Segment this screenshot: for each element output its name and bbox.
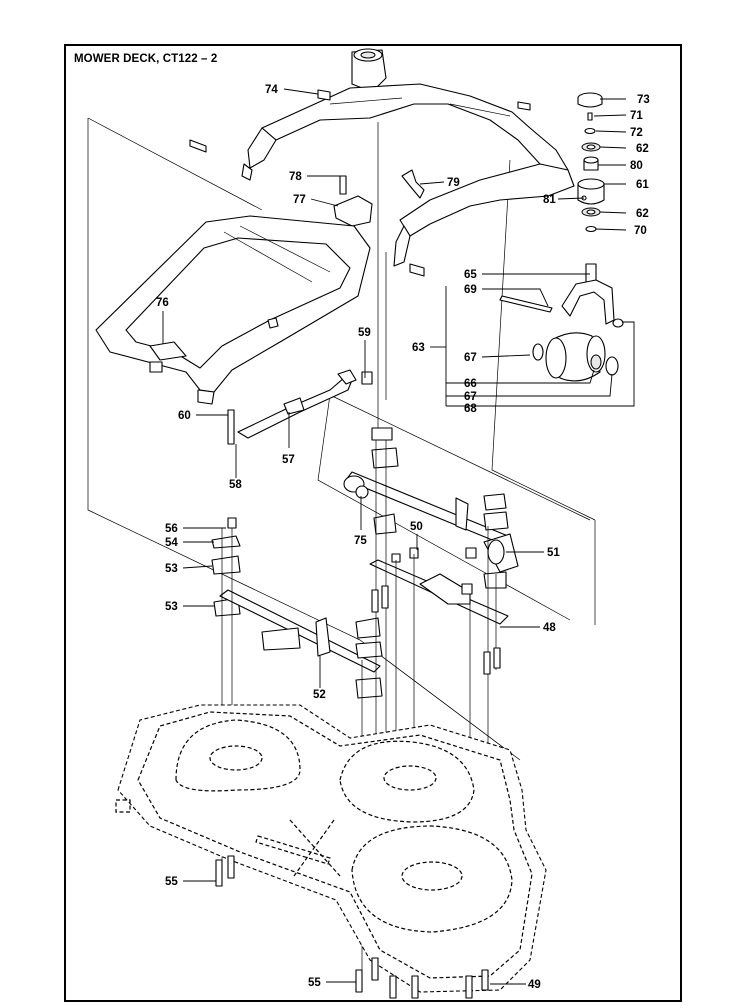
callout-69: 69 bbox=[464, 284, 477, 296]
callout-76: 76 bbox=[156, 297, 169, 309]
diagram-frame bbox=[64, 44, 682, 1002]
callout-68: 68 bbox=[464, 403, 477, 415]
leader-lines bbox=[162, 88, 635, 985]
callout-70: 70 bbox=[634, 225, 647, 237]
callout-55: 55 bbox=[165, 876, 178, 888]
diagram-title: MOWER DECK, CT122 – 2 bbox=[74, 53, 218, 65]
callout-60: 60 bbox=[178, 410, 191, 422]
callout-57: 57 bbox=[282, 454, 295, 466]
callout-61: 61 bbox=[636, 179, 649, 191]
bolts bbox=[215, 585, 501, 999]
callout-55-lower: 55 bbox=[308, 977, 321, 989]
callout-53: 53 bbox=[165, 563, 178, 575]
callout-65: 65 bbox=[464, 269, 477, 281]
callout-72: 72 bbox=[630, 127, 643, 139]
callout-52: 52 bbox=[313, 689, 326, 701]
callout-79: 79 bbox=[447, 177, 460, 189]
callout-51: 51 bbox=[547, 547, 560, 559]
callout-62: 62 bbox=[636, 143, 649, 155]
deck-lift-frame bbox=[95, 215, 371, 405]
callout-49: 49 bbox=[528, 979, 541, 991]
callout-78: 78 bbox=[289, 171, 302, 183]
callout-80: 80 bbox=[630, 160, 643, 172]
mower-deck bbox=[115, 704, 547, 993]
callout-50: 50 bbox=[410, 521, 423, 533]
callout-75: 75 bbox=[354, 535, 367, 547]
callout-66: 66 bbox=[464, 378, 477, 390]
callout-67: 67 bbox=[464, 352, 477, 364]
callout-73: 73 bbox=[637, 94, 650, 106]
callout-59: 59 bbox=[358, 327, 371, 339]
callout-63: 63 bbox=[412, 342, 425, 354]
callout-56: 56 bbox=[165, 523, 178, 535]
callout-77: 77 bbox=[293, 194, 306, 206]
callout-58: 58 bbox=[229, 479, 242, 491]
callout-67-lower: 67 bbox=[464, 391, 477, 403]
callout-48: 48 bbox=[543, 622, 556, 634]
callout-53-lower: 53 bbox=[165, 601, 178, 613]
callout-62-lower: 62 bbox=[636, 208, 649, 220]
projection-lines bbox=[87, 117, 596, 761]
callout-81: 81 bbox=[543, 194, 556, 206]
bracket-parts bbox=[333, 169, 425, 227]
callouts: 73 71 72 62 80 61 81 62 70 74 78 77 79 6… bbox=[156, 84, 650, 991]
callout-54: 54 bbox=[165, 537, 178, 549]
callout-71: 71 bbox=[630, 110, 643, 122]
lift-frame bbox=[189, 48, 575, 277]
cable-parts bbox=[227, 369, 373, 445]
callout-74: 74 bbox=[265, 84, 278, 96]
caster-parts bbox=[499, 92, 624, 382]
deck-hangers bbox=[211, 427, 519, 699]
